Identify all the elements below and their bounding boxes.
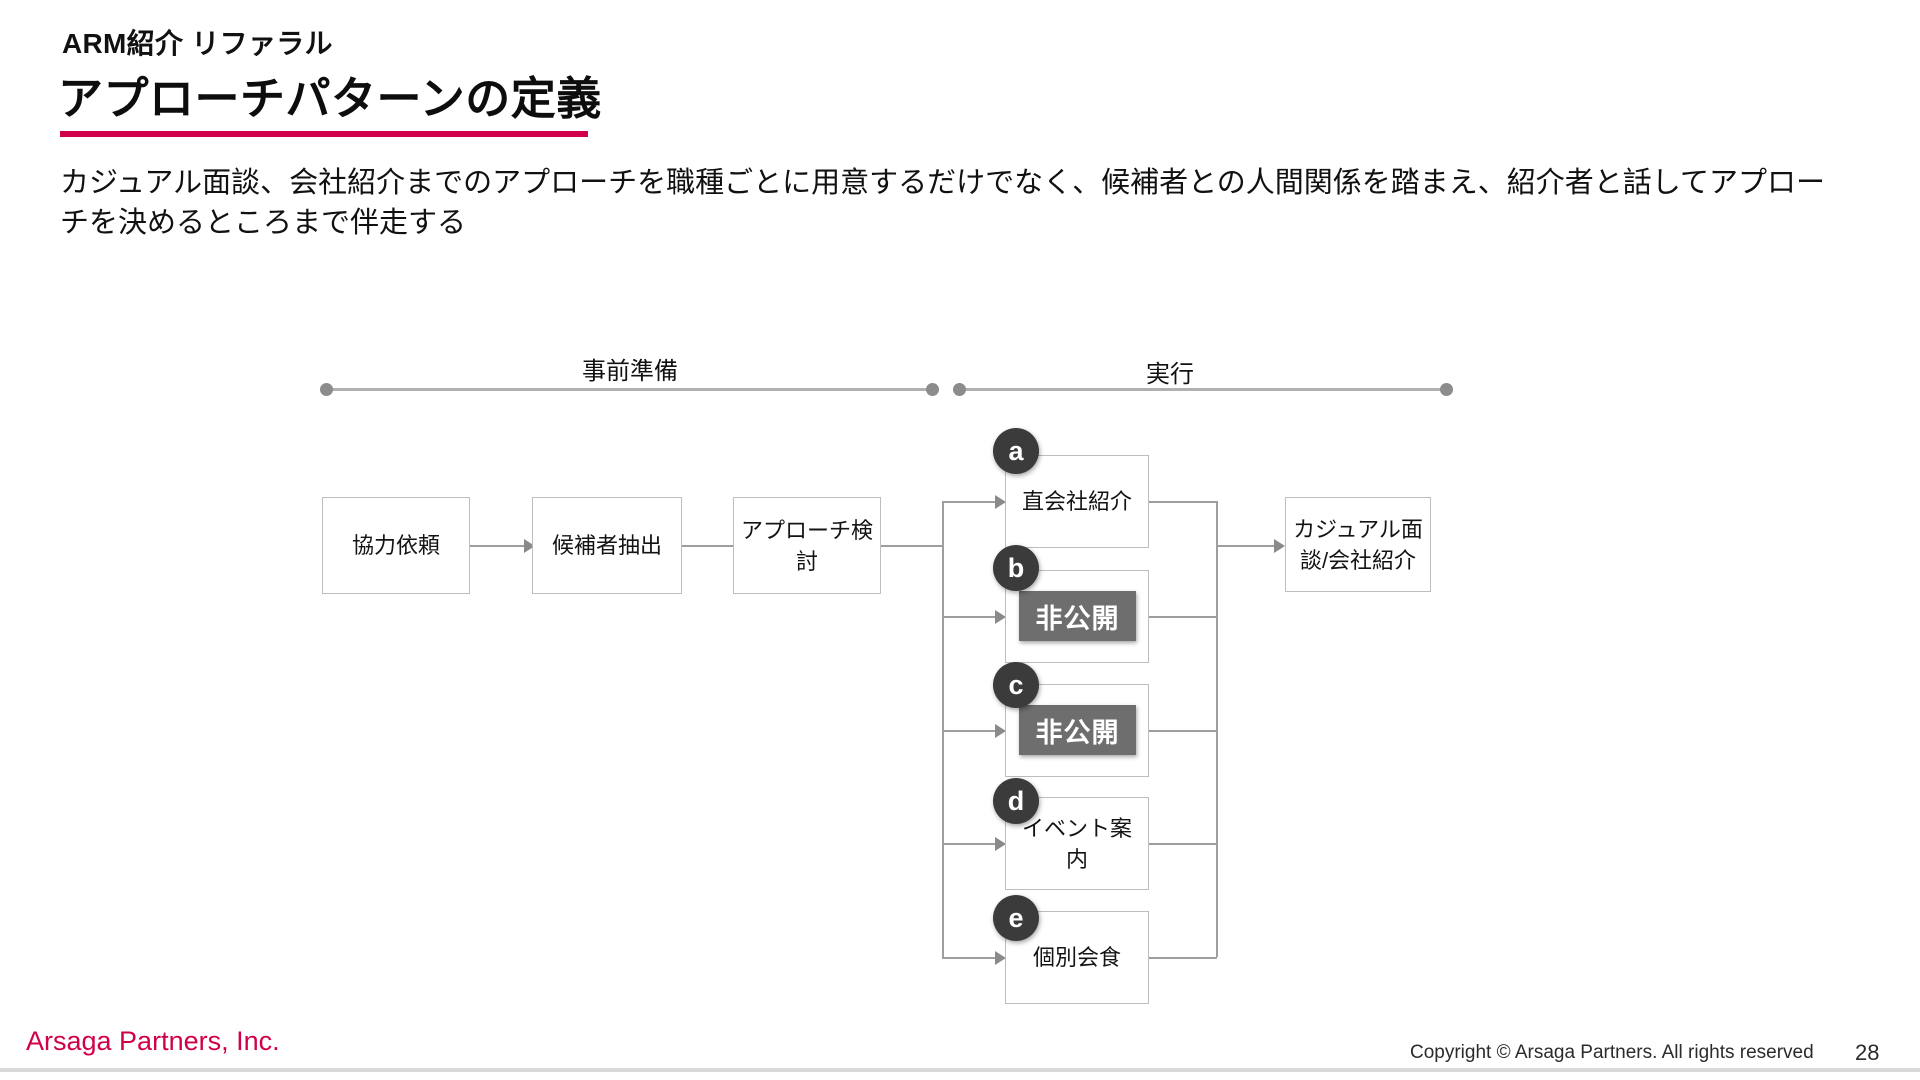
connector-branch-b: [942, 616, 1004, 618]
flow-node-label: 協力依頼: [351, 533, 440, 558]
branch-node-label: イベント案内: [1021, 815, 1132, 872]
arrowhead-branch-c: [995, 724, 1006, 738]
phase-line-execution: [958, 388, 1448, 391]
branch-badge-label: c: [1008, 669, 1024, 700]
flow-node-candidate-extraction[interactable]: 候補者抽出: [532, 497, 682, 594]
redacted-chip-c: 非公開: [1019, 705, 1136, 755]
phase-dot-preparation-end: [926, 383, 939, 396]
slide-eyebrow: ARM紹介 リファラル: [62, 28, 333, 59]
arrowhead-branch-d: [995, 837, 1006, 851]
arrowhead-branch-a: [995, 495, 1006, 509]
arrowhead-branch-b: [995, 610, 1006, 624]
phase-line-preparation: [325, 388, 935, 391]
title-underline: [60, 131, 588, 137]
page-number: 28: [1855, 1040, 1880, 1065]
flow-node-approach-consideration[interactable]: アプローチ検討: [733, 497, 881, 594]
arrowhead-merge-to-outcome: [1274, 539, 1285, 553]
footer-divider: [0, 1068, 1920, 1072]
branch-node-label: 個別会食: [1032, 945, 1121, 970]
branch-badge-label: b: [1007, 552, 1025, 583]
connector-merge-a: [1149, 501, 1217, 503]
connector-branch-a: [942, 501, 1004, 503]
connector-fanout-spine: [942, 501, 944, 957]
connector-node1-to-node2: [470, 545, 532, 547]
connector-merge-e: [1149, 957, 1217, 959]
connector-branch-d: [942, 843, 1004, 845]
connector-branch-e: [942, 957, 1004, 959]
branch-badge-b: b: [993, 545, 1039, 591]
outcome-node-casual-interview[interactable]: カジュアル面談/会社紹介: [1285, 497, 1431, 592]
copyright-text: Copyright © Arsaga Partners. All rights …: [1410, 1042, 1814, 1063]
branch-badge-label: a: [1008, 435, 1024, 466]
phase-label-execution: 実行: [1146, 361, 1194, 388]
flow-node-label: アプローチ検討: [740, 517, 873, 574]
connector-fanout-stem: [881, 545, 943, 547]
connector-merge-c: [1149, 730, 1217, 732]
branch-badge-d: d: [993, 778, 1039, 824]
slide-subtitle: カジュアル面談、会社紹介までのアプローチを職種ごとに用意するだけでなく、候補者と…: [60, 167, 1825, 239]
connector-merge-spine: [1216, 501, 1218, 957]
branch-badge-label: d: [1007, 785, 1025, 816]
brand-logo-text: Arsaga Partners, Inc.: [26, 1026, 280, 1056]
branch-badge-c: c: [993, 662, 1039, 708]
arrowhead-branch-e: [995, 951, 1006, 965]
page-title: アプローチパターンの定義: [58, 73, 602, 124]
phase-dot-execution-start: [953, 383, 966, 396]
arrowhead-node1-to-node2: [524, 539, 535, 553]
connector-merge-d: [1149, 843, 1217, 845]
phase-dot-preparation-start: [320, 383, 333, 396]
redacted-chip-label: 非公開: [1035, 603, 1120, 634]
redacted-chip-b: 非公開: [1019, 591, 1136, 641]
outcome-node-label: カジュアル面談/会社紹介: [1293, 516, 1423, 573]
flow-node-label: 候補者抽出: [551, 533, 662, 558]
branch-badge-e: e: [993, 895, 1039, 941]
phase-dot-execution-end: [1440, 383, 1453, 396]
connector-merge-to-outcome: [1216, 545, 1282, 547]
branch-badge-label: e: [1008, 902, 1024, 933]
connector-merge-b: [1149, 616, 1217, 618]
branch-node-private-dinner[interactable]: 個別会食: [1005, 911, 1149, 1004]
connector-node2-to-node3: [682, 545, 744, 547]
phase-label-preparation: 事前準備: [582, 358, 678, 385]
flow-node-cooperation-request[interactable]: 協力依頼: [322, 497, 470, 594]
connector-branch-c: [942, 730, 1004, 732]
branch-badge-a: a: [993, 428, 1039, 474]
branch-node-label: 直会社紹介: [1021, 489, 1132, 514]
branch-node-direct-company-intro[interactable]: 直会社紹介: [1005, 455, 1149, 548]
redacted-chip-label: 非公開: [1035, 717, 1120, 748]
